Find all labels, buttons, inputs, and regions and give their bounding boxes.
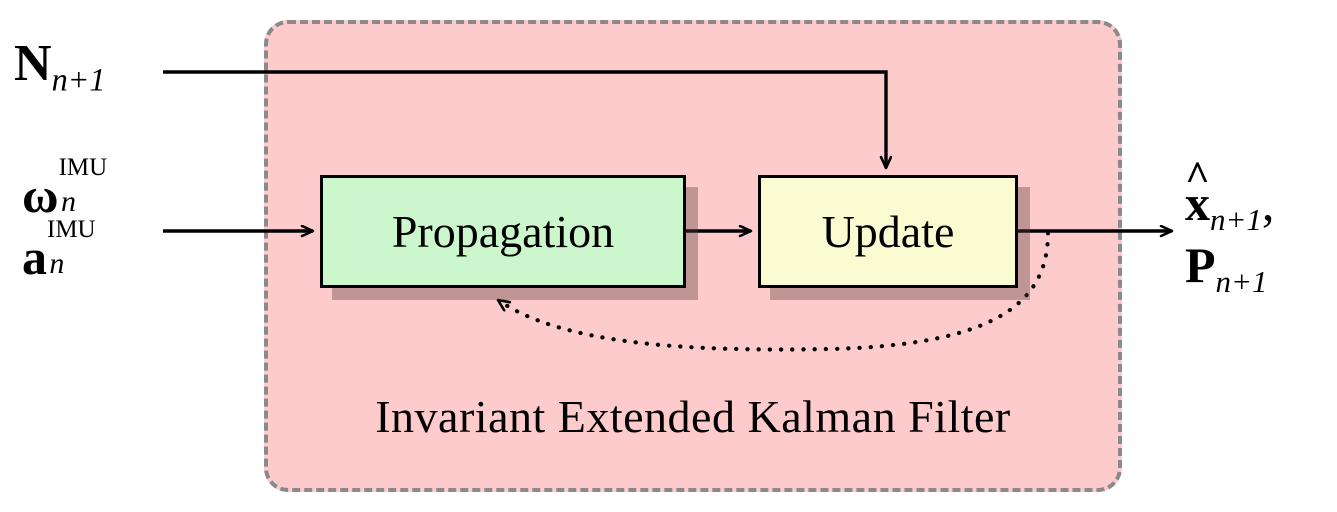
input-affixes-acceleration: IMUnIMU <box>47 217 96 282</box>
input-subscript-omega: n <box>60 184 76 218</box>
connector-noise-to-update <box>163 70 886 168</box>
input-symbol-omega: ω <box>22 167 59 223</box>
output-trailing-comma: , <box>1261 175 1275 231</box>
block-update[interactable]: Update <box>758 175 1018 288</box>
output-subscript-covariance: n+1 <box>1215 263 1268 299</box>
input-superscript-acceleration: IMU <box>47 215 96 243</box>
hat-accent-icon: ^ <box>1185 152 1210 200</box>
input-symbol-noise: N <box>14 35 52 92</box>
input-label-measurement-noise: Nn+1 <box>14 38 106 96</box>
output-subscript-state: n+1 <box>1210 201 1262 237</box>
block-propagation-label: Propagation <box>391 206 615 257</box>
input-subscript-acceleration: n <box>49 246 65 280</box>
output-symbol-state: ^x <box>1185 155 1210 231</box>
output-symbol-state-letter: x <box>1185 175 1210 231</box>
input-label-acceleration: aIMUnIMU <box>22 217 107 294</box>
input-subscript-noise: n+1 <box>51 61 106 98</box>
output-label-group: ^xn+1, Pn+1 <box>1185 155 1275 302</box>
input-affixes-omega: IMUnIMU <box>59 155 108 220</box>
output-symbol-covariance: P <box>1185 237 1216 293</box>
output-label-state-estimate: ^xn+1, <box>1185 155 1275 240</box>
output-label-covariance: Pn+1 <box>1185 240 1274 302</box>
input-superscript-omega: IMU <box>58 153 108 181</box>
block-update-label: Update <box>821 206 955 257</box>
input-label-imu-measurements: ωIMUnIMU aIMUnIMU <box>22 155 108 294</box>
filter-panel-caption: Invariant Extended Kalman Filter <box>375 391 1011 442</box>
input-symbol-acceleration: a <box>22 229 47 285</box>
connector-feedback-update-to-propagation <box>495 230 1051 352</box>
input-label-angular-velocity: ωIMUnIMU <box>22 155 108 232</box>
block-propagation[interactable]: Propagation <box>320 175 686 288</box>
